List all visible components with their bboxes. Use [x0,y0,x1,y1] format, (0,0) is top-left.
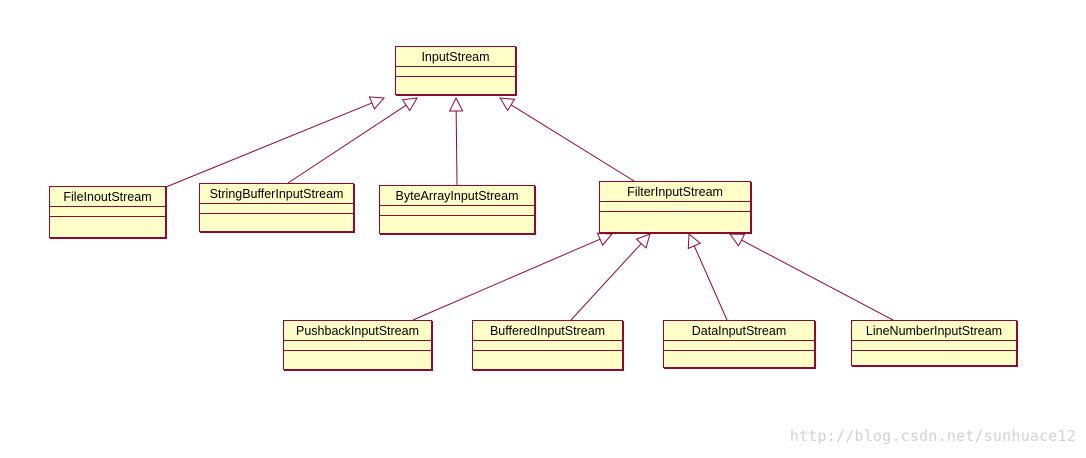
generalization-arrowhead-file [368,96,386,110]
inheritance-line-filter [510,104,635,182]
generalization-arrowhead-bytearray [448,96,464,112]
class-name: FileInoutStream [50,187,165,207]
class-name: DataInputStream [664,321,814,341]
class-attributes [396,67,515,77]
class-attributes [664,341,814,351]
inheritance-line-bytearray [455,110,458,186]
inheritance-line-buffered [570,243,642,321]
class-attributes [200,204,353,214]
generalization-arrowhead-filter [499,97,516,112]
class-name: BufferedInputStream [473,321,622,341]
class-operations [380,216,534,233]
class-name: FilterInputStream [600,182,750,202]
class-bytearrayinputstream[interactable]: ByteArrayInputStream [379,185,535,234]
class-pushbackinputstream[interactable]: PushbackInputStream [283,320,432,370]
generalization-arrowhead-pushback [596,232,614,247]
class-attributes [600,202,750,212]
inheritance-line-file [165,102,373,188]
class-attributes [852,341,1016,351]
class-fileinoutstream[interactable]: FileInoutStream [49,186,166,238]
class-linenumberinputstream[interactable]: LineNumberInputStream [851,320,1017,366]
class-operations [50,217,165,237]
class-name: StringBufferInputStream [200,184,353,204]
class-inputstream[interactable]: InputStream [395,46,516,95]
class-operations [852,351,1016,365]
class-datainputstream[interactable]: DataInputStream [663,320,815,368]
class-operations [664,351,814,367]
class-operations [200,214,353,231]
generalization-arrowhead-stringbuffer [401,97,418,112]
inheritance-line-linenumber [741,239,894,321]
class-name: ByteArrayInputStream [380,186,534,206]
class-name: InputStream [396,47,515,67]
inheritance-line-data [693,245,728,321]
class-stringbufferinputstream[interactable]: StringBufferInputStream [199,183,354,232]
class-bufferedinputstream[interactable]: BufferedInputStream [472,320,623,370]
generalization-arrowhead-data [687,232,702,250]
class-name: LineNumberInputStream [852,321,1016,341]
class-attributes [284,341,431,351]
generalization-arrowhead-buffered [635,233,651,249]
inheritance-line-pushback [412,238,601,321]
class-operations [396,77,515,94]
class-operations [600,212,750,232]
class-attributes [380,206,534,216]
class-operations [284,351,431,369]
class-operations [473,351,622,369]
generalization-arrowhead-linenumber [729,233,746,247]
class-attributes [50,207,165,217]
class-filterinputstream[interactable]: FilterInputStream [599,181,751,233]
class-name: PushbackInputStream [284,321,431,341]
class-attributes [473,341,622,351]
watermark-text: http://blog.csdn.net/sunhuace12 [789,427,1076,445]
inheritance-line-stringbuffer [287,104,407,184]
